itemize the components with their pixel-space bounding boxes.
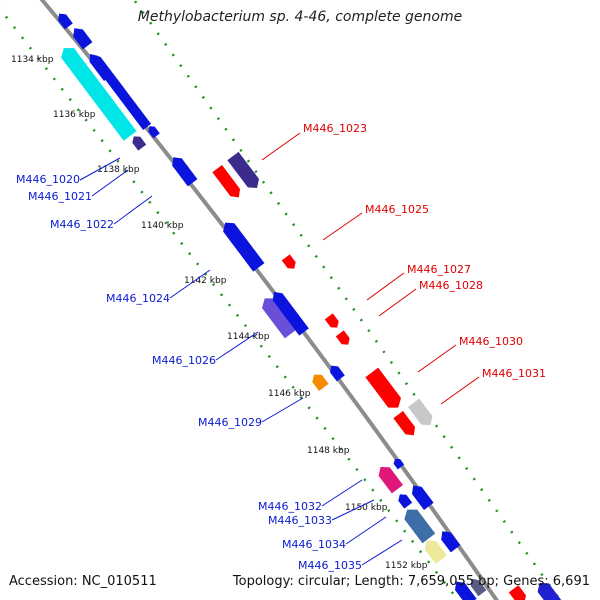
gene-label[interactable]: M446_1031: [482, 367, 546, 380]
gene-arrow: [272, 292, 309, 336]
gene-label[interactable]: M446_1030: [459, 335, 523, 348]
gene-arrow: [424, 540, 447, 564]
gene-arrow: [58, 13, 73, 30]
scale-tick-label: 1150 kbp: [345, 503, 388, 513]
gene-leader-line: [321, 479, 363, 507]
gene-leader-line: [169, 269, 211, 299]
gene-arrow: [261, 298, 298, 339]
gene-arrow: [132, 136, 147, 151]
gene-arrow: [73, 28, 93, 50]
gene-leader-line: [366, 272, 405, 301]
gene-leader-line: [261, 132, 301, 161]
gene-arrow: [61, 48, 137, 141]
gene-arrow: [335, 330, 350, 345]
gene-label[interactable]: M446_1024: [106, 292, 170, 305]
gene-leader-line: [440, 376, 480, 405]
gene-arrow: [281, 254, 296, 269]
scale-tick-label: 1136 kbp: [53, 110, 96, 120]
gene-label[interactable]: M446_1027: [407, 263, 471, 276]
gene-label[interactable]: M446_1025: [365, 203, 429, 216]
gene-leader-line: [378, 288, 417, 317]
gene-label[interactable]: M446_1028: [419, 279, 483, 292]
gene-arrow: [411, 485, 434, 510]
outer-guide-line: [132, 0, 562, 600]
inner-guide-line: [0, 6, 459, 600]
gene-label[interactable]: M446_1022: [50, 218, 114, 231]
gene-label[interactable]: M446_1029: [198, 416, 262, 429]
gene-arrow: [312, 374, 329, 391]
gene-label[interactable]: M446_1026: [152, 354, 216, 367]
accession-text: Accession: NC_010511: [9, 574, 157, 589]
map-title: Methylobacterium sp. 4-46, complete geno…: [137, 9, 463, 25]
gene-arrow: [92, 55, 152, 130]
gene-leader-line: [361, 539, 403, 566]
gene-label[interactable]: M446_1032: [258, 500, 322, 513]
gene-leader-line: [113, 195, 153, 225]
gene-arrow: [407, 398, 433, 426]
gene-arrow: [148, 126, 160, 139]
gene-arrow: [172, 157, 198, 187]
scale-tick-label: 1148 kbp: [307, 446, 350, 456]
scale-tick-label: 1140 kbp: [141, 221, 184, 231]
gene-arrow: [398, 494, 413, 509]
gene-label[interactable]: M446_1034: [282, 538, 346, 551]
gene-arrow: [508, 585, 526, 600]
scale-tick-label: 1146 kbp: [268, 389, 311, 399]
gene-leader-line: [322, 212, 363, 241]
gene-arrow: [393, 411, 416, 436]
scale-tick-label: 1144 kbp: [227, 332, 270, 342]
gene-leader-line: [79, 157, 121, 181]
gene-label[interactable]: M446_1020: [16, 173, 80, 186]
gene-arrow: [404, 509, 436, 544]
scale-tick-label: 1142 kbp: [184, 276, 227, 286]
gene-label[interactable]: M446_1023: [303, 122, 367, 135]
gene-arrow: [212, 165, 241, 198]
scale-tick-label: 1138 kbp: [97, 165, 140, 175]
scale-tick-label: 1134 kbp: [11, 55, 54, 65]
gene-label[interactable]: M446_1035: [298, 559, 362, 572]
gene-arrow: [227, 151, 260, 188]
genome-summary: Topology: circular; Length: 7,659,055 bp…: [232, 574, 590, 589]
gene-arrow: [470, 578, 487, 597]
gene-leader-line: [331, 499, 375, 521]
gene-label[interactable]: M446_1033: [268, 514, 332, 527]
gene-arrow: [223, 222, 265, 272]
scale-tick-label: 1152 kbp: [385, 561, 428, 571]
gene-leader-line: [417, 344, 457, 373]
gene-arrow: [330, 365, 345, 382]
gene-arrow: [393, 458, 405, 470]
gene-leader-line: [261, 397, 304, 423]
gene-arrow: [441, 531, 461, 553]
gene-leader-line: [215, 331, 259, 361]
gene-arrow: [365, 367, 402, 408]
gene-arrow: [537, 582, 563, 600]
gene-arrow: [324, 313, 339, 328]
gene-leader-line: [345, 516, 387, 545]
gene-label[interactable]: M446_1021: [28, 190, 92, 203]
gene-arrow: [378, 466, 404, 494]
gene-leader-line: [91, 169, 129, 197]
